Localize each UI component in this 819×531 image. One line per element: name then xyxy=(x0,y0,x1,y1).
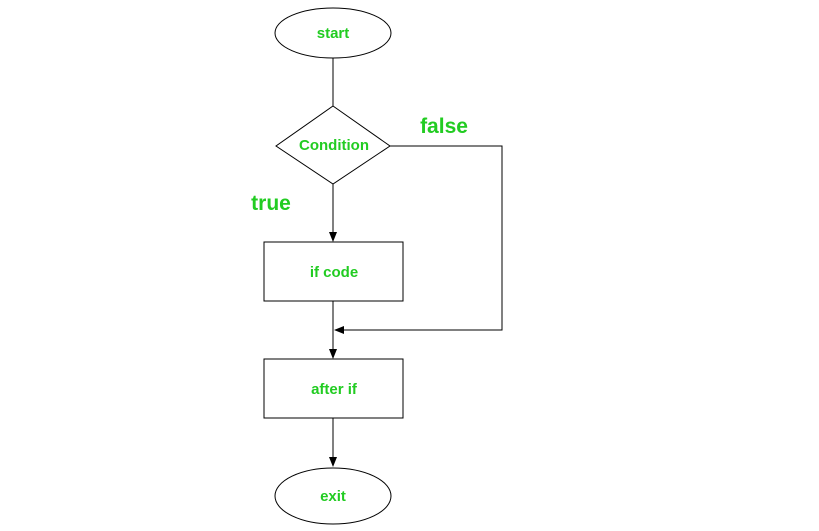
if-code-label: if code xyxy=(310,264,358,281)
exit-label: exit xyxy=(320,488,346,505)
if-code-box xyxy=(263,241,404,302)
condition-diamond xyxy=(275,105,391,185)
condition-label: Condition xyxy=(299,137,369,154)
exit-node: exit xyxy=(274,467,392,525)
condition-node: Condition xyxy=(275,105,391,185)
after-if-box xyxy=(263,358,404,419)
after-if-node: after if xyxy=(263,358,404,419)
true-branch-label: true xyxy=(251,192,291,215)
false-branch-label: false xyxy=(420,115,468,138)
start-label: start xyxy=(317,25,350,42)
start-node: start xyxy=(274,7,392,59)
exit-ellipse xyxy=(274,467,392,525)
start-ellipse xyxy=(274,7,392,59)
after-if-label: after if xyxy=(311,381,358,398)
if-code-node: if code xyxy=(263,241,404,302)
edge-condition-false-to-merge xyxy=(334,145,503,334)
